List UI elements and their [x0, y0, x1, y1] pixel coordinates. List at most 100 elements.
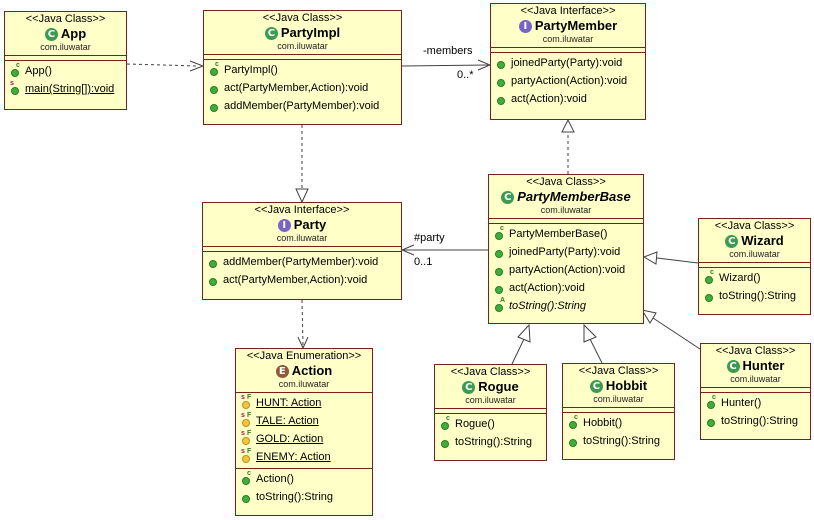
- method-item[interactable]: partyAction(Action):void: [489, 261, 643, 279]
- package-label: com.iluwatar: [593, 394, 644, 404]
- package-label: com.iluwatar: [277, 41, 328, 51]
- methods-section: addMember(PartyMember):void act(PartyMem…: [203, 251, 401, 291]
- public-method-icon: [704, 289, 716, 303]
- fields-section: [699, 262, 810, 267]
- edge-party-action: [301, 299, 304, 347]
- public-method-icon: [208, 273, 220, 287]
- class-icon: C: [462, 380, 476, 394]
- stereotype-label: <<Java Enumeration>>: [246, 350, 362, 362]
- arrowhead-pmb-party: [400, 244, 415, 256]
- package-label: com.iluwatar: [276, 233, 328, 243]
- party-multiplicity-label: 0..1: [414, 256, 433, 268]
- method-item[interactable]: act(Action):void: [491, 90, 645, 108]
- method-item[interactable]: toString():String: [563, 432, 674, 450]
- constructor-icon: c: [440, 415, 452, 431]
- fields-section: [5, 55, 126, 60]
- members-role-label: -members: [423, 45, 473, 57]
- class-icon: C: [44, 27, 58, 41]
- edge-wizard-pmb: [656, 257, 699, 264]
- public-method-icon: [440, 435, 452, 449]
- interface-icon: I: [518, 19, 532, 33]
- edge-partyimpl-partymember: [401, 64, 489, 67]
- stereotype-label: <<Java Class>>: [25, 13, 106, 25]
- method-item[interactable]: addMember(PartyMember):void: [204, 97, 401, 115]
- package-label: com.iluwatar: [278, 379, 330, 389]
- edge-rogue-pmb: [511, 338, 525, 365]
- method-item[interactable]: partyAction(Action):void: [491, 72, 645, 90]
- public-method-icon: [494, 281, 506, 295]
- method-item[interactable]: act(PartyMember,Action):void: [204, 79, 401, 97]
- arrowhead-partyimpl-party: [295, 188, 309, 204]
- class-name: Wizard: [741, 233, 784, 248]
- method-item[interactable]: addMember(PartyMember):void: [203, 253, 401, 271]
- class-icon: C: [725, 234, 739, 248]
- method-item[interactable]: toString():String: [701, 412, 810, 430]
- package-label: com.iluwatar: [730, 374, 781, 384]
- constructor-icon: c: [706, 394, 718, 410]
- method-item[interactable]: joinedParty(Party):void: [489, 243, 643, 261]
- methods-section: joinedParty(Party):void partyAction(Acti…: [491, 52, 645, 110]
- arrowhead-pmb-partymember: [561, 118, 575, 133]
- class-name: App: [60, 26, 87, 41]
- constructor-icon: c: [494, 225, 506, 241]
- fields-section: [435, 408, 546, 413]
- members-multiplicity-label: 0..*: [457, 69, 474, 81]
- public-method-icon: [568, 434, 580, 448]
- method-item[interactable]: act(Action):void: [489, 279, 643, 297]
- method-item[interactable]: act(PartyMember,Action):void: [203, 271, 401, 289]
- abstract-class-icon: C: [501, 190, 515, 204]
- public-method-icon: [209, 81, 221, 95]
- public-method-icon: [209, 99, 221, 113]
- stereotype-label: <<Java Class>>: [714, 220, 795, 232]
- class-icon: C: [726, 359, 740, 373]
- fields-section: [203, 246, 401, 251]
- enum-icon: E: [275, 364, 289, 378]
- arrowhead-wizard-pmb: [642, 251, 658, 265]
- method-item[interactable]: toString():String: [236, 488, 372, 506]
- method-item[interactable]: joinedParty(Party):void: [491, 54, 645, 72]
- arrowhead-hunter-pmb: [640, 309, 657, 324]
- method-item[interactable]: toString():String: [699, 287, 810, 305]
- class-name: Hobbit: [605, 378, 648, 393]
- arrowhead-rogue-pmb: [517, 323, 531, 343]
- public-method-icon: [496, 74, 508, 88]
- class-icon: C: [264, 26, 278, 40]
- method-item[interactable]: toString():String: [435, 433, 546, 451]
- fields-section: [489, 218, 643, 223]
- public-method-icon: [496, 92, 508, 106]
- interface-icon: I: [277, 218, 291, 232]
- stereotype-label: <<Java Class>>: [262, 12, 343, 24]
- edge-hunter-pmb: [652, 317, 701, 350]
- class-name: PartyMemberBase: [517, 189, 631, 204]
- public-method-icon: [494, 245, 506, 259]
